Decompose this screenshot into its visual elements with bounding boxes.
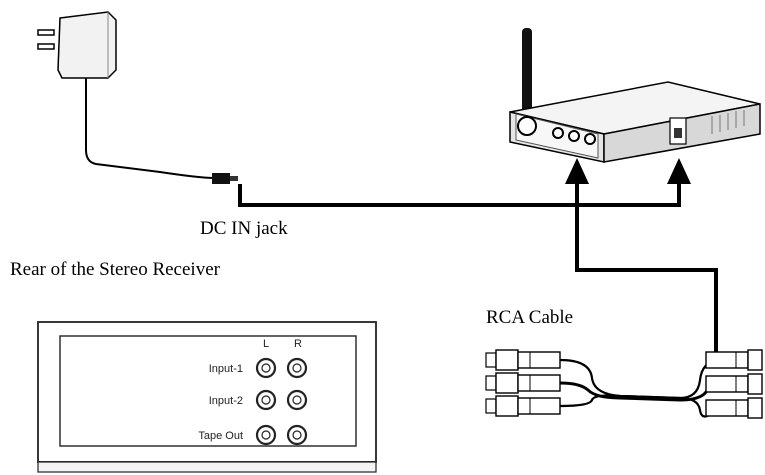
arrow-to-dc-port bbox=[667, 158, 691, 184]
rca-cable-label: RCA Cable bbox=[486, 307, 573, 328]
rca-plug-icon bbox=[485, 349, 561, 371]
input-1-label: Input-1 bbox=[209, 363, 243, 375]
dc-connection-line bbox=[238, 182, 681, 207]
rca-jack-tape-out-l bbox=[255, 424, 277, 446]
column-label-left: L bbox=[263, 338, 269, 350]
rca-plug-icon bbox=[485, 372, 561, 394]
dc-in-jack-label: DC IN jack bbox=[200, 218, 288, 239]
rca-jack-input-1-r bbox=[286, 357, 308, 379]
tape-out-label: Tape Out bbox=[198, 430, 243, 442]
rca-cable-icon bbox=[485, 349, 763, 419]
rca-connection-line bbox=[575, 205, 718, 358]
rear-of-receiver-label: Rear of the Stereo Receiver bbox=[10, 259, 221, 280]
rca-jack-tape-out-r bbox=[286, 424, 308, 446]
input-2-label: Input-2 bbox=[209, 395, 243, 407]
rca-plug-icon bbox=[485, 395, 561, 417]
stereo-receiver-rear-panel: L R Input-1 Input-2 Tape Out bbox=[37, 321, 377, 473]
arrow-to-rca-jacks bbox=[565, 158, 589, 184]
rca-plug-icon bbox=[705, 373, 763, 395]
rca-plug-icon bbox=[705, 349, 763, 371]
wireless-receiver-device-icon bbox=[509, 28, 761, 163]
column-label-right: R bbox=[294, 338, 302, 350]
rca-plug-icon bbox=[705, 397, 763, 419]
power-adapter-icon bbox=[37, 11, 238, 184]
rca-jack-input-2-l bbox=[255, 389, 277, 411]
rca-jack-input-2-r bbox=[286, 389, 308, 411]
rca-jack-input-1-l bbox=[255, 357, 277, 379]
